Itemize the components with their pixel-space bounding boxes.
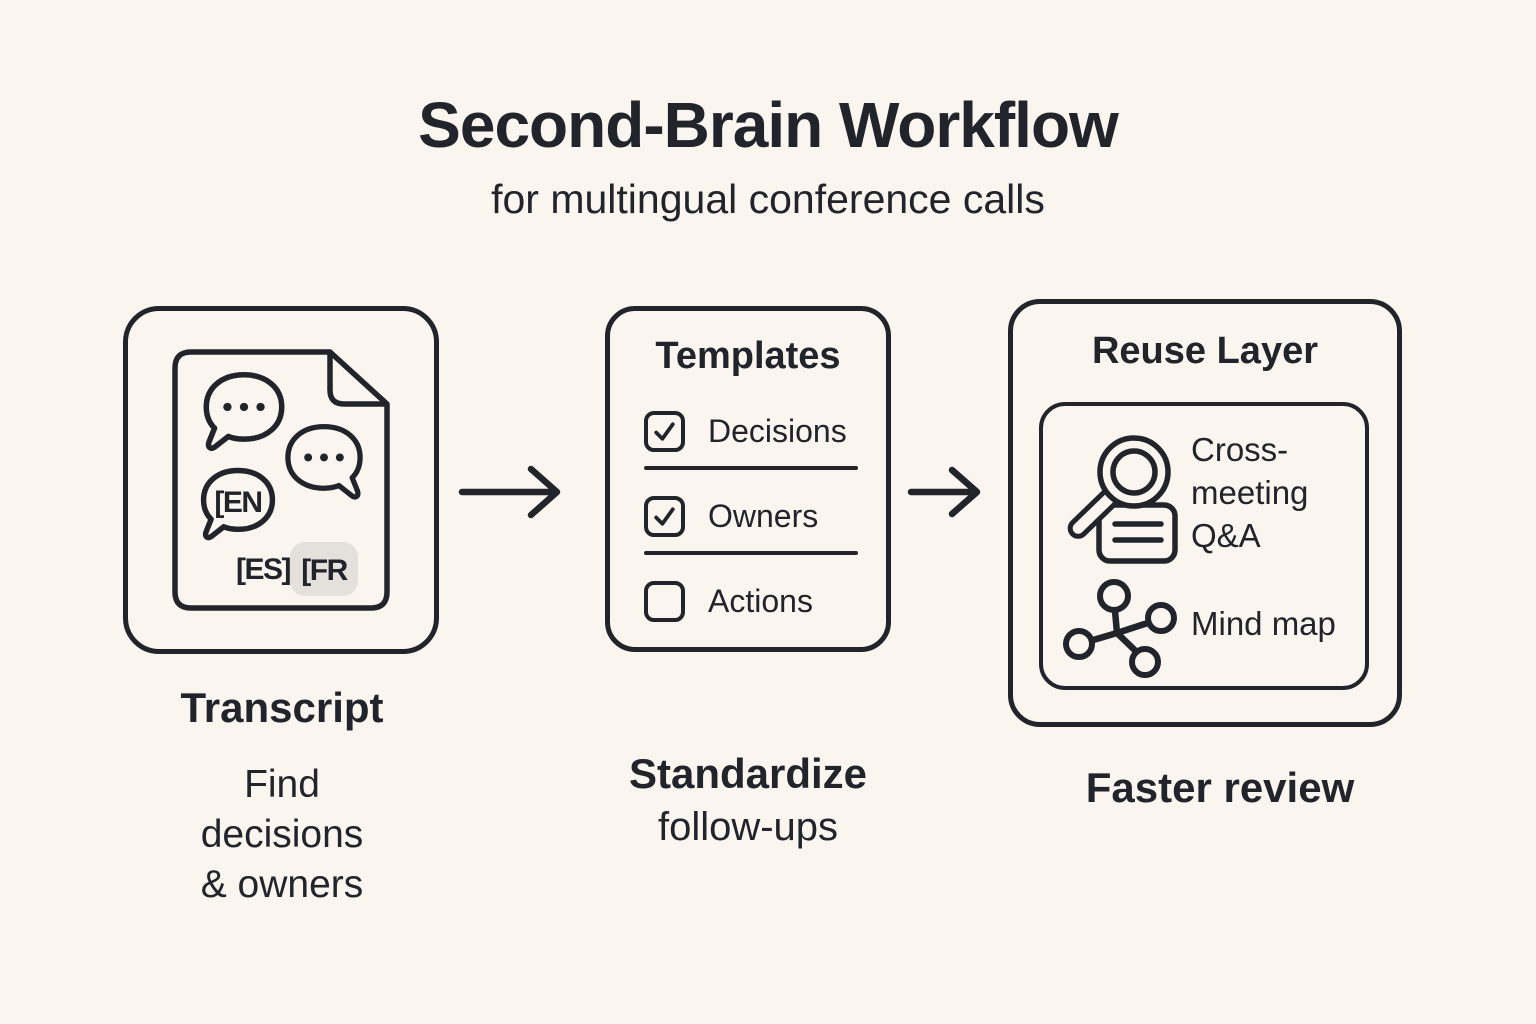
divider: [644, 466, 858, 470]
checkbox-unchecked-icon: [644, 580, 685, 622]
speech-bubble-en-icon: [200, 467, 276, 541]
templates-box: Templates Decisions Owners Actions: [605, 306, 891, 652]
lang-tag-es: [ES]: [236, 553, 291, 586]
checklist-item-decisions: Decisions: [644, 405, 858, 457]
checklist-item-actions: Actions: [644, 575, 858, 627]
mind-map-icon: [1063, 579, 1177, 678]
checklist-label: Decisions: [708, 412, 847, 449]
standardize-label: Standardize: [628, 750, 868, 797]
page-title: Second-Brain Workflow: [418, 89, 1119, 161]
folded-corner: [327, 352, 387, 407]
lang-tag-fr: [FR: [301, 554, 348, 587]
checkbox-checked-icon: [644, 495, 685, 537]
reuse-inner-panel: Cross- meeting Q&A Mind map: [1039, 402, 1369, 690]
reuse-item-mindmap: Mind map: [1191, 605, 1336, 642]
transcript-box: [EN [ES] [FR: [123, 306, 439, 654]
followups-label: follow-ups: [657, 805, 839, 849]
divider: [644, 551, 858, 555]
lang-tag-en: [EN: [214, 486, 261, 519]
reuse-layer-box: Reuse Layer Cross- meeting Q&A: [1008, 299, 1402, 727]
checklist-label: Owners: [708, 497, 819, 534]
page-subtitle: for multingual conference calls: [491, 176, 1045, 222]
search-document-icon: [1067, 435, 1178, 564]
transcript-caption: Find decisions & owners: [200, 763, 364, 906]
speech-bubble-icon: [285, 424, 363, 500]
reuse-item-crossmeeting: Cross- meeting Q&A: [1191, 431, 1309, 554]
arrow-right-icon: [907, 466, 981, 518]
checklist-item-owners: Owners: [644, 490, 858, 542]
lang-tag-fr-badge: [290, 542, 358, 596]
multilingual-document-icon: [EN [ES] [FR: [172, 349, 390, 611]
arrow-right-icon: [458, 465, 561, 519]
transcript-label: Transcript: [180, 684, 384, 731]
templates-title: Templates: [655, 335, 841, 377]
reuse-layer-title: Reuse Layer: [1091, 330, 1318, 372]
faster-review-label: Faster review: [1085, 764, 1355, 811]
templates-checklist: Decisions Owners Actions: [644, 405, 858, 627]
checklist-label: Actions: [708, 582, 813, 619]
speech-bubble-icon: [203, 372, 285, 451]
checkbox-checked-icon: [644, 410, 685, 452]
